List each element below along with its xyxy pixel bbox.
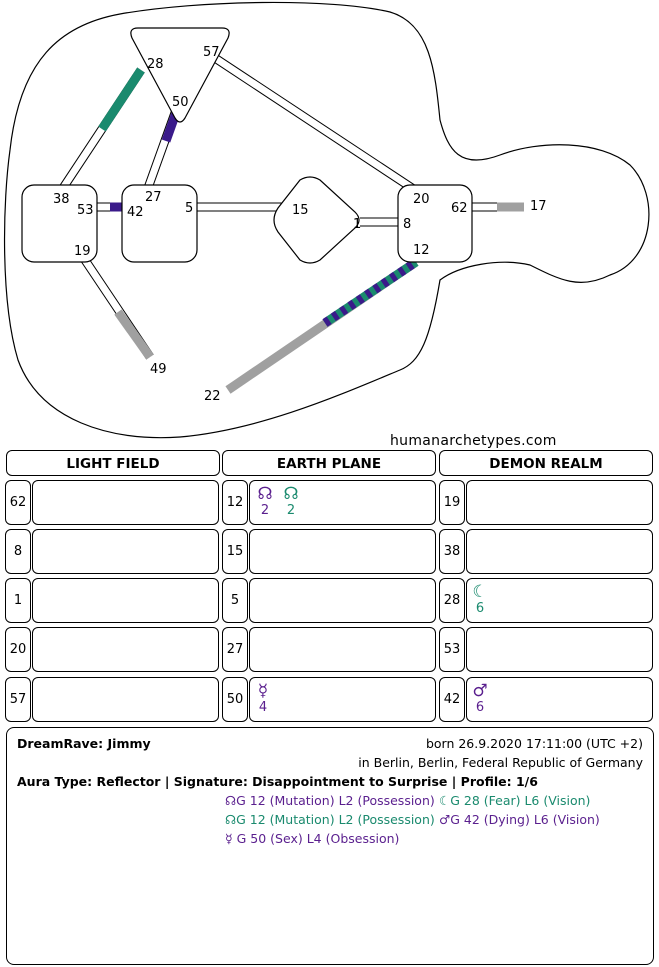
channel-50-27	[143, 108, 181, 190]
gate-cell	[466, 529, 653, 574]
gate-number: 12	[222, 480, 248, 525]
birth-place: in Berlin, Berlin, Federal Republic of G…	[358, 755, 643, 770]
gate-cell	[249, 578, 436, 623]
gate-17: 17	[530, 199, 547, 214]
gate-cell	[32, 677, 219, 722]
gate-number: 50	[222, 677, 248, 722]
gate-cell	[32, 529, 219, 574]
gate-22: 22	[204, 389, 221, 404]
gate-53: 53	[77, 203, 94, 218]
gate-cell: ☊ 2 ☊ 2	[249, 480, 436, 525]
activation-line: ☿ G 50 (Sex) L4 (Obsession)	[225, 831, 400, 846]
gate-5: 5	[185, 201, 193, 216]
gate-28: 28	[147, 57, 164, 72]
site-label: humanarchetypes.com	[390, 433, 557, 449]
gate-20: 20	[413, 192, 430, 207]
mercury-icon: ☿	[257, 681, 269, 701]
gate-cell: ☿ 4	[249, 677, 436, 722]
header-demon-realm: DEMON REALM	[439, 450, 653, 476]
center-diamond	[273, 176, 360, 264]
gate-62: 62	[451, 201, 468, 216]
planet-earth-12-a: ☊ 2	[254, 485, 276, 518]
planet-earth-12-b: ☊ 2	[280, 485, 302, 518]
gate-number: 38	[439, 529, 465, 574]
gate-number: 19	[439, 480, 465, 525]
planet-demon-42: ♂ 6	[469, 682, 491, 715]
gate-cell	[249, 529, 436, 574]
center-mid	[121, 184, 198, 263]
mars-icon: ♂	[472, 681, 488, 701]
gate-cell	[249, 627, 436, 672]
info-panel: DreamRave: Jimmy born 26.9.2020 17:11:00…	[6, 727, 654, 965]
header-earth-plane: EARTH PLANE	[222, 450, 436, 476]
gate-number: 27	[222, 627, 248, 672]
gate-number: 8	[5, 529, 31, 574]
gate-number: 57	[5, 677, 31, 722]
center-right	[397, 184, 473, 263]
body-outline	[3, 1, 650, 439]
gate-cell	[32, 480, 219, 525]
birth-date: born 26.9.2020 17:11:00 (UTC +2)	[425, 736, 643, 751]
profile-name: DreamRave: Jimmy	[17, 736, 151, 751]
gate-number: 20	[5, 627, 31, 672]
gate-number: 15	[222, 529, 248, 574]
gate-number: 53	[439, 627, 465, 672]
gate-cell	[466, 627, 653, 672]
gate-42: 42	[127, 205, 144, 220]
activation-line: ☊G 12 (Mutation) L2 (Possession)	[225, 793, 435, 808]
gate-number: 1	[5, 578, 31, 623]
summary-line: Aura Type: Reflector | Signature: Disapp…	[17, 774, 538, 789]
channel-28-38	[59, 67, 145, 191]
gate-number: 28	[439, 578, 465, 623]
gate-12: 12	[413, 243, 430, 258]
activation-line: ♂G 42 (Dying) L6 (Vision)	[439, 812, 600, 827]
center-head	[130, 27, 230, 123]
gate-number: 42	[439, 677, 465, 722]
north-node-icon: ☊	[257, 484, 273, 504]
gate-8: 8	[403, 217, 411, 232]
gate-50: 50	[172, 95, 189, 110]
gate-19: 19	[74, 244, 91, 259]
gate-cell: ☾ 6	[466, 578, 653, 623]
planet-demon-28: ☾ 6	[469, 583, 491, 616]
gate-57: 57	[203, 45, 220, 60]
channel-19-49	[81, 257, 154, 360]
gate-15: 15	[292, 203, 309, 218]
channel-12-22	[225, 258, 419, 394]
moon-icon: ☾	[472, 582, 488, 602]
gate-1: 1	[353, 217, 361, 232]
gate-38: 38	[53, 192, 70, 207]
gate-cell: ♂ 6	[466, 677, 653, 722]
north-node-icon: ☊	[283, 484, 299, 504]
header-light-field: LIGHT FIELD	[6, 450, 220, 476]
activation-line: ☾G 28 (Fear) L6 (Vision)	[439, 793, 591, 808]
channel-57-20	[212, 54, 418, 194]
gate-number: 62	[5, 480, 31, 525]
center-left	[21, 184, 98, 263]
gate-cell	[466, 480, 653, 525]
gate-cell	[32, 578, 219, 623]
planet-earth-50: ☿ 4	[252, 682, 274, 715]
gate-49: 49	[150, 362, 167, 377]
gate-cell	[32, 627, 219, 672]
bodygraph-diagram: 28 57 50 38 53 42 27 19 5 15 1 8 20 62 1…	[3, 1, 650, 439]
gate-27: 27	[145, 190, 162, 205]
gate-number: 5	[222, 578, 248, 623]
activation-line: ☊G 12 (Mutation) L2 (Possession)	[225, 812, 435, 827]
